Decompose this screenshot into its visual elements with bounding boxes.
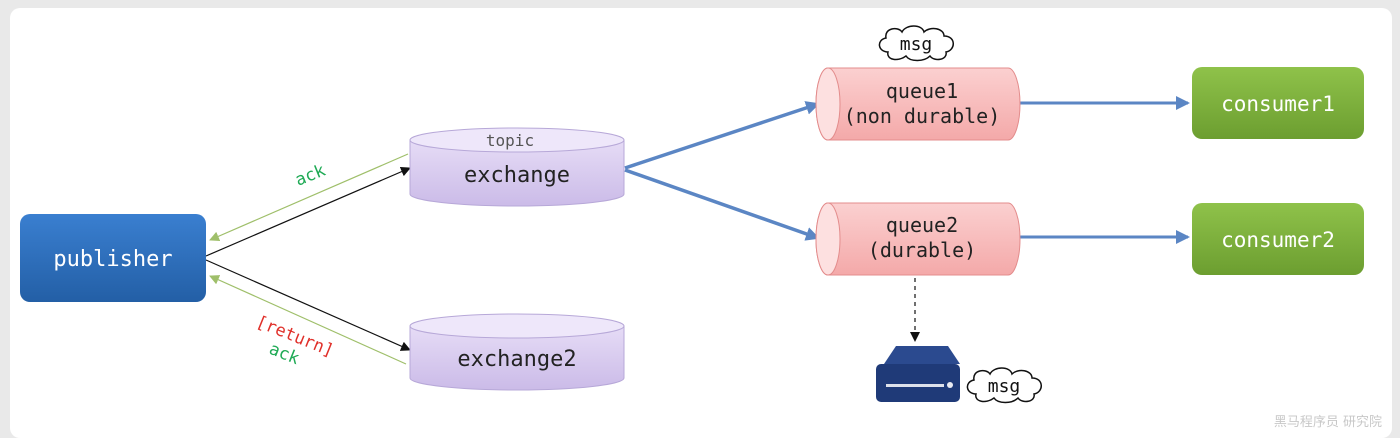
exchange-type-tag: topic: [486, 131, 534, 150]
msg-cloud-disk: msg: [967, 368, 1041, 403]
queue1-label: queue1: [886, 79, 958, 103]
watermark: 黑马程序员 研究院: [1274, 411, 1382, 430]
queue1-durability: (non durable): [844, 104, 1001, 128]
edge-exchange-queue2: [625, 170, 818, 238]
consumer2-label: consumer2: [1221, 228, 1335, 252]
hard-drive-icon: [876, 346, 960, 402]
exchange2-label: exchange2: [457, 347, 576, 372]
edge-exchange-queue1: [625, 104, 818, 168]
msg-cloud-top-label: msg: [900, 34, 933, 55]
diagram-svg: ack [return] ack publisher topic exchang…: [10, 8, 1392, 430]
edge-label-ack-upper: ack: [292, 161, 328, 191]
publisher-label: publisher: [53, 247, 172, 272]
node-publisher: publisher: [20, 214, 206, 302]
queue2-durability: (durable): [868, 238, 976, 262]
node-queue1: queue1 (non durable): [816, 68, 1020, 140]
queue2-label: queue2: [886, 213, 958, 237]
msg-cloud-top: msg: [879, 26, 953, 61]
exchange-label: exchange: [464, 163, 570, 188]
node-exchange: topic exchange: [410, 128, 624, 206]
node-consumer2: consumer2: [1192, 203, 1364, 275]
consumer1-label: consumer1: [1221, 92, 1335, 116]
node-consumer1: consumer1: [1192, 67, 1364, 139]
node-queue2: queue2 (durable): [816, 203, 1020, 275]
msg-cloud-disk-label: msg: [988, 376, 1021, 397]
diagram-canvas: ack [return] ack publisher topic exchang…: [10, 8, 1392, 438]
node-exchange2: exchange2: [410, 314, 624, 390]
